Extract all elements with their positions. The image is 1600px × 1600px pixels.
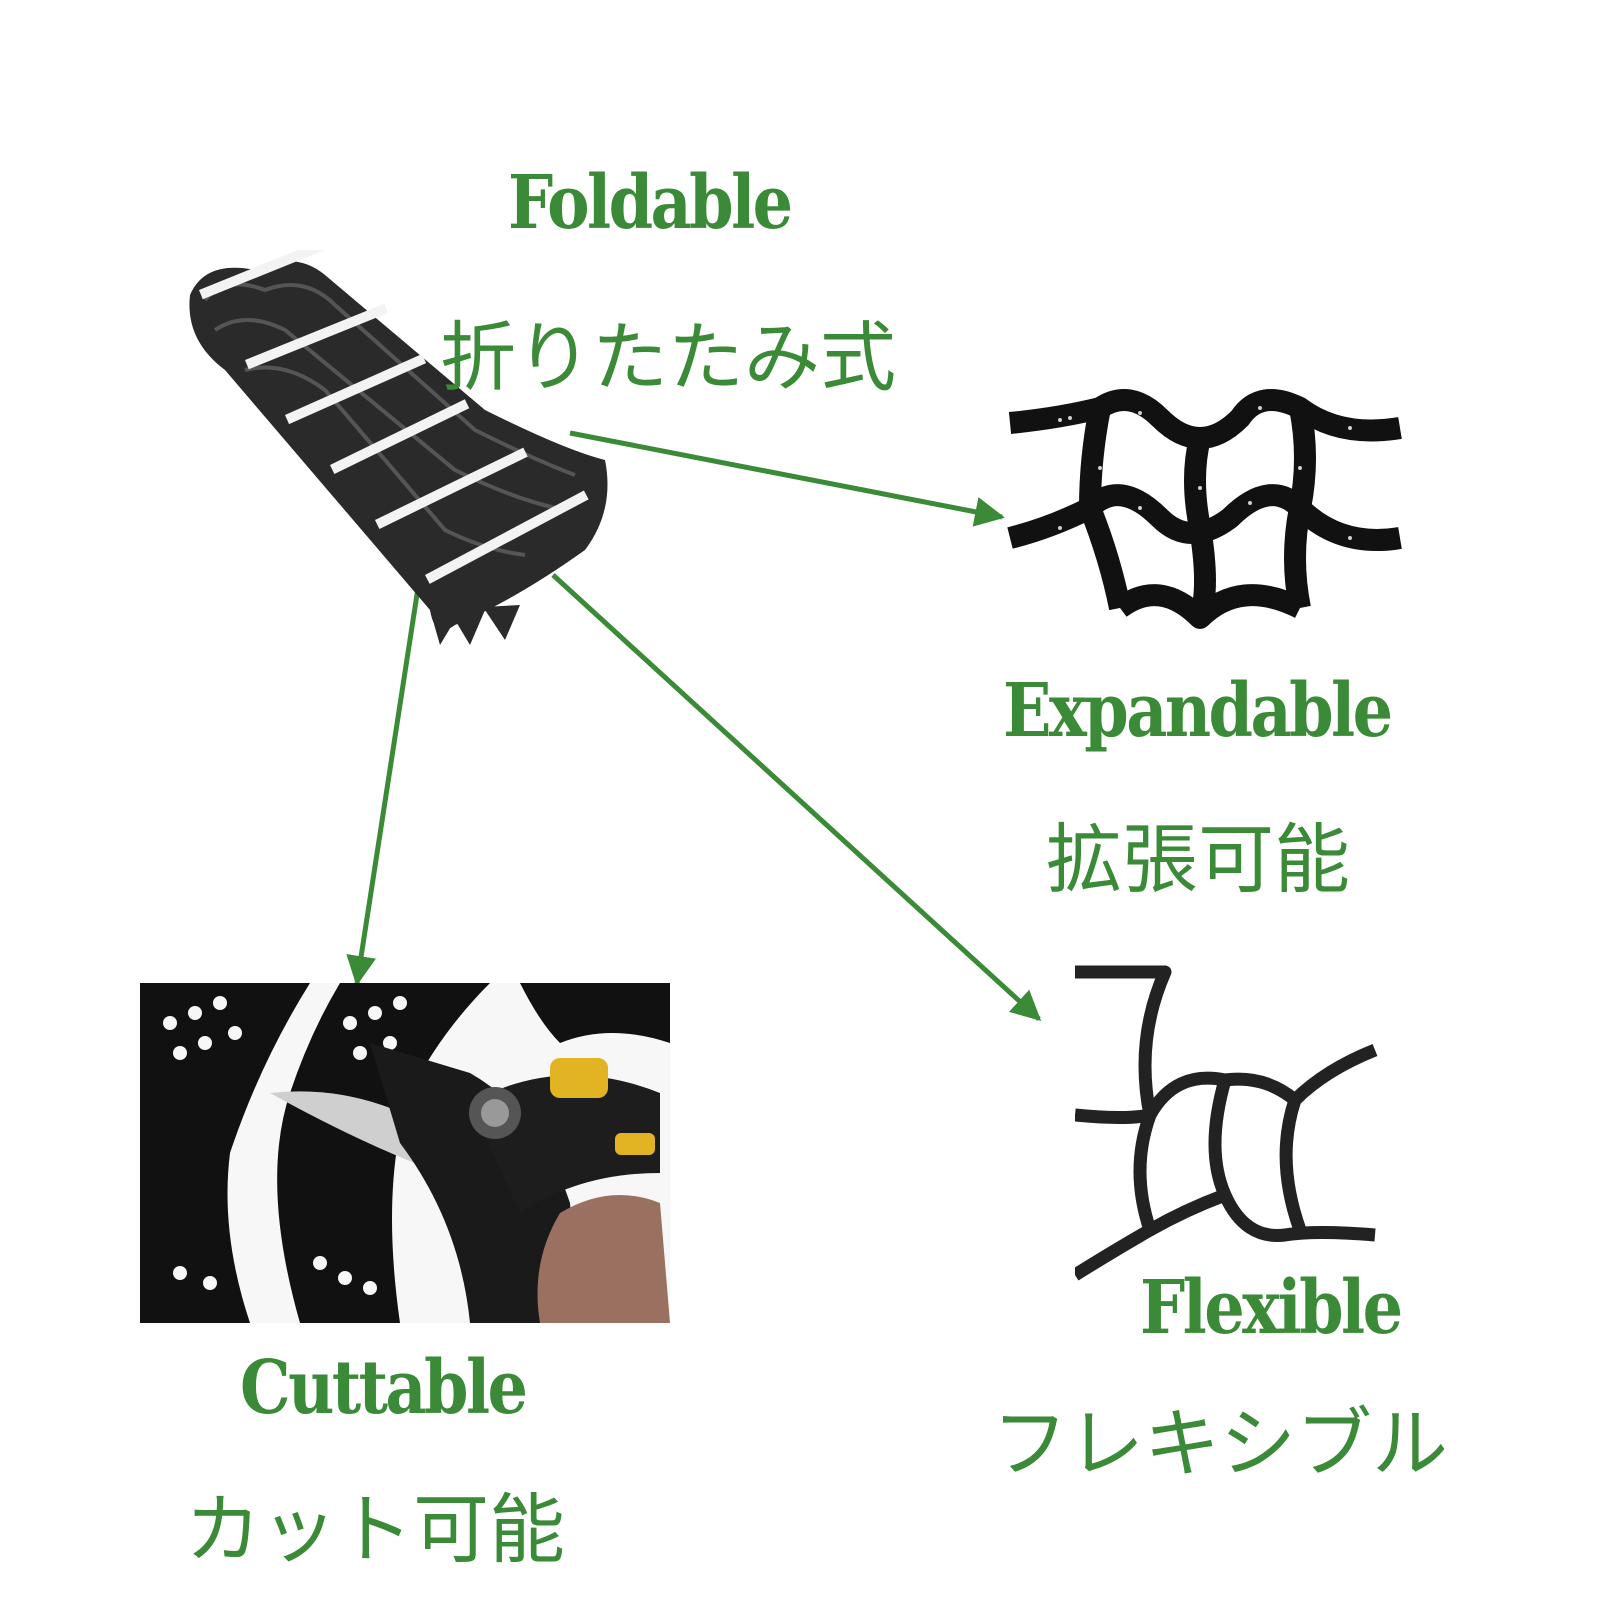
expanded-geocell-image xyxy=(1000,378,1420,638)
arrow-to-cuttable xyxy=(346,574,423,986)
expandable-subtitle-jp: 拡張可能 xyxy=(1046,815,1350,904)
foldable-title: Foldable xyxy=(508,160,793,246)
folded-geocell-image xyxy=(185,250,625,650)
expandable-title: Expandable xyxy=(1003,668,1393,754)
flexible-subtitle-jp: フレキシブル xyxy=(992,1399,1448,1488)
arrow-to-expandable xyxy=(569,430,1005,527)
flexible-title: Flexible xyxy=(1140,1265,1403,1351)
flexible-geocell-image xyxy=(1075,960,1395,1285)
cuttable-subtitle-jp: カット可能 xyxy=(185,1485,565,1574)
arrow-to-flexible xyxy=(551,573,1042,1022)
cuttable-title: Cuttable xyxy=(240,1345,528,1431)
foldable-subtitle-jp: 折りたたみ式 xyxy=(440,313,896,402)
cutting-geocell-image xyxy=(140,983,670,1323)
